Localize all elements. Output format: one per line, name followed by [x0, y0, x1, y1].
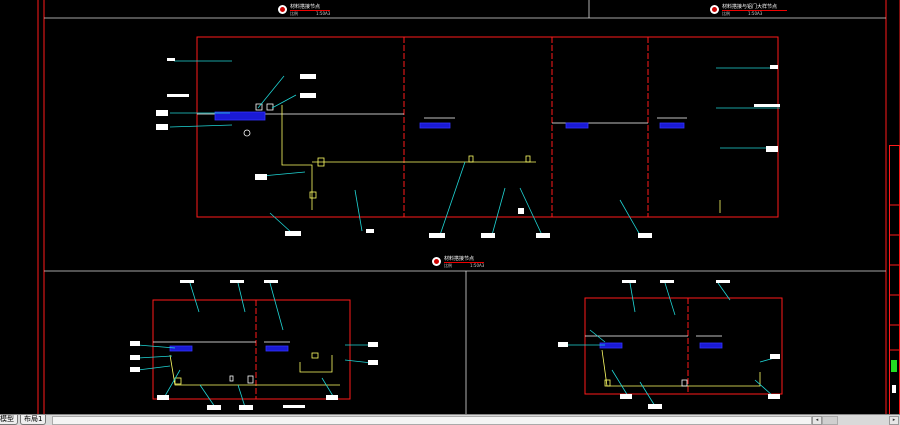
top-detail-tags — [156, 58, 780, 238]
title-block-top-left: 材料搭接节点 比例 1:50A3 — [278, 4, 331, 16]
layout-tab-bar: 模型 布局1 ◂ ▸ — [0, 414, 900, 425]
title-block-middle: 材料搭接节点 比例 1:50A3 — [432, 256, 485, 268]
sheet-title-strip — [889, 145, 900, 415]
bottom-right-tags — [558, 280, 780, 409]
circle-logo-icon — [710, 5, 719, 14]
bottom-right-leaders — [565, 282, 779, 407]
bottom-right-geometry — [585, 335, 761, 387]
scale-label: 比例 — [290, 11, 298, 16]
top-detail-geometry — [197, 103, 721, 213]
scale-label: 比例 — [444, 263, 452, 268]
scale-value: 1:50A3 — [748, 11, 763, 16]
scale-value: 1:50A3 — [470, 263, 485, 268]
top-detail-frames — [196, 36, 779, 218]
circle-logo-icon — [432, 257, 441, 266]
detail-title: 材料搭接节点 — [444, 256, 485, 263]
detail-title: 材料搭接与铝门大样节点 — [722, 4, 788, 11]
bottom-left-tags — [130, 280, 378, 410]
bottom-right-frames — [584, 297, 783, 395]
cad-drawing-canvas[interactable] — [0, 0, 900, 414]
top-detail-leaders — [169, 60, 780, 236]
bottom-left-leaders — [137, 282, 373, 408]
title-block-top-right: 材料搭接与铝门大样节点 比例 1:50A3 — [710, 4, 788, 16]
bottom-left-geometry — [153, 341, 340, 386]
scale-label: 比例 — [722, 11, 730, 16]
circle-logo-icon — [278, 5, 287, 14]
sheet-dividers — [44, 0, 886, 414]
detail-title: 材料搭接节点 — [290, 4, 331, 11]
scale-value: 1:50A3 — [316, 11, 331, 16]
drawing-frame — [37, 0, 900, 414]
bottom-left-frames — [152, 299, 351, 400]
